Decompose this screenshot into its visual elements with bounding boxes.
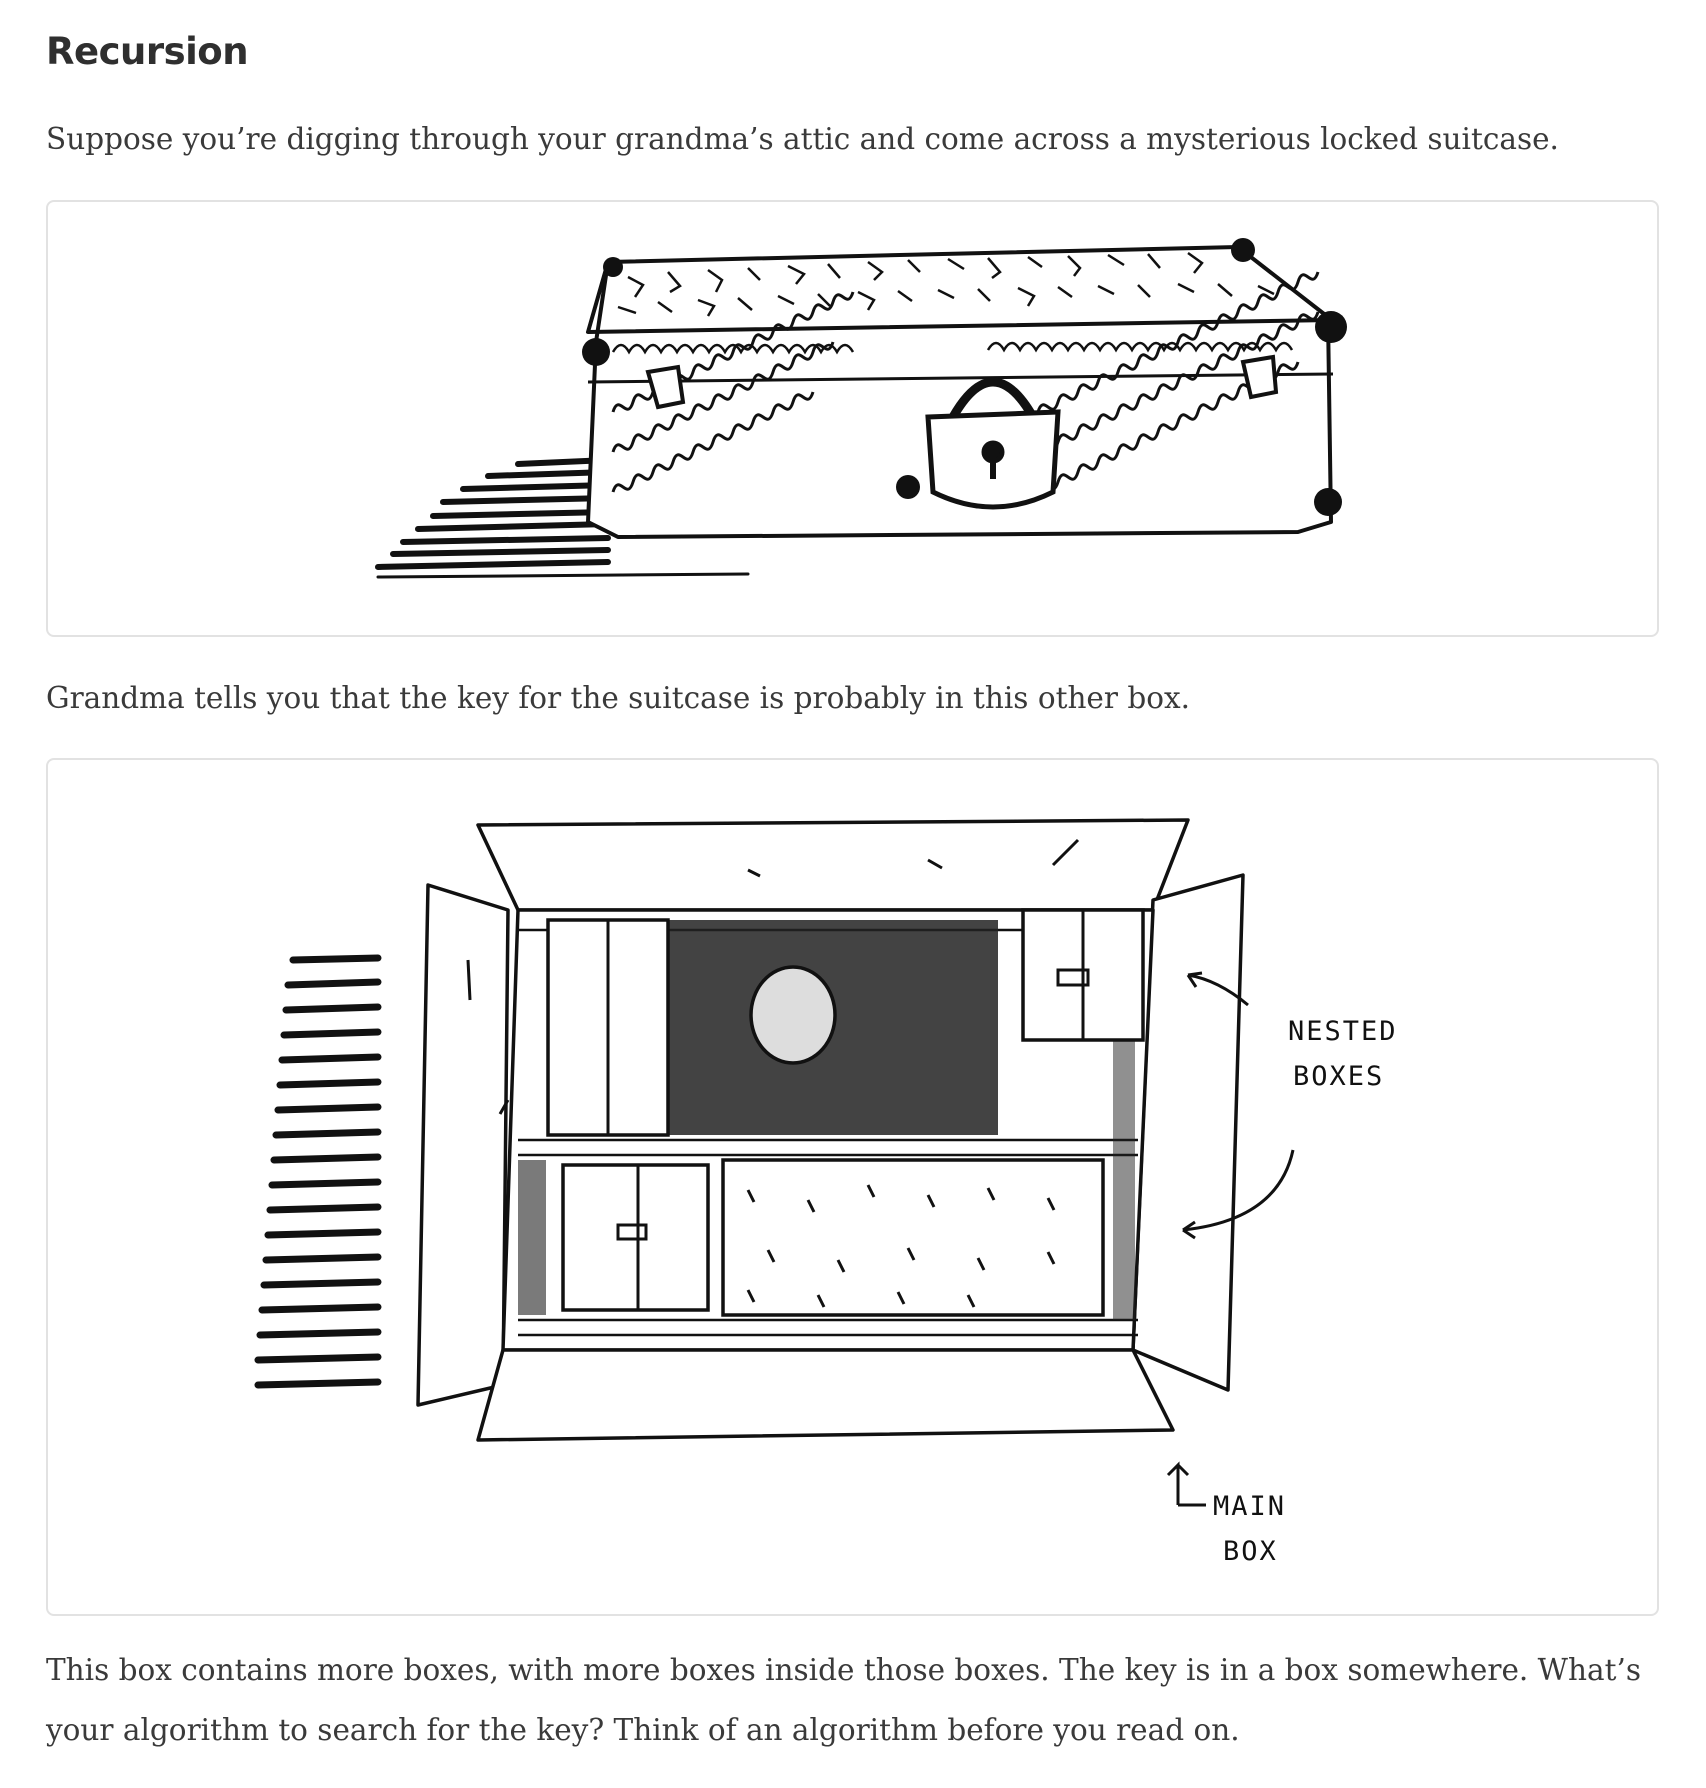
suitcase-shadow	[375, 457, 750, 579]
key-hint-paragraph: Grandma tells you that the key for the s…	[46, 681, 1191, 715]
boxes-figure: NESTED BOXES MAIN BOX	[46, 758, 1659, 1616]
suitcase-illustration	[375, 238, 1347, 579]
question-paragraph: This box contains more boxes, with more …	[46, 1653, 1641, 1747]
nested-boxes-illustration: NESTED BOXES MAIN BOX	[254, 818, 1398, 1567]
section-heading: Recursion	[46, 30, 249, 73]
box-shadow	[254, 954, 382, 1389]
label-boxes: BOXES	[1293, 1061, 1384, 1092]
nested-box-details	[466, 838, 1090, 1310]
suitcase-body	[586, 245, 1334, 539]
suitcase-clasps	[645, 354, 1279, 410]
padlock-icon	[925, 377, 1061, 510]
label-main: MAIN	[1213, 1491, 1286, 1522]
suitcase-figure	[46, 200, 1659, 637]
label-nested: NESTED	[1288, 1016, 1398, 1047]
label-box: BOX	[1223, 1536, 1278, 1567]
annotation-arrows	[1166, 971, 1295, 1507]
suitcase-corners	[582, 238, 1347, 516]
suitcase-texture	[611, 251, 1294, 355]
intro-paragraph: Suppose you’re digging through your gran…	[46, 122, 1559, 156]
